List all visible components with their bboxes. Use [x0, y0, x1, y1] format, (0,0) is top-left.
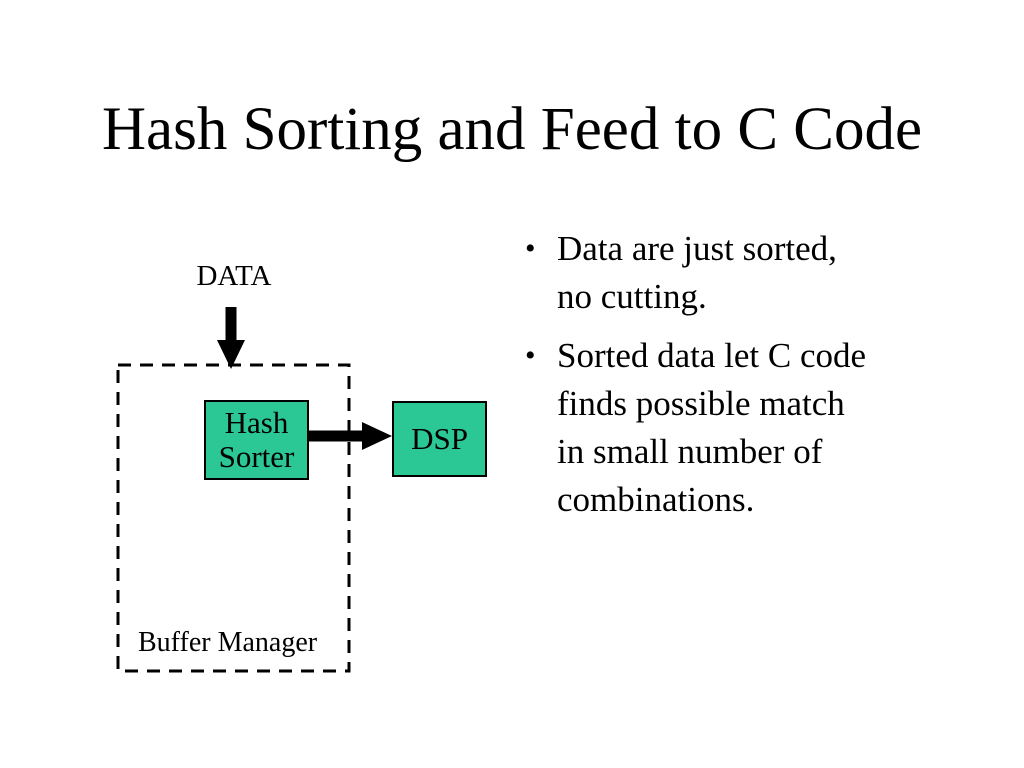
- bullet-item-1: • Data are just sorted, no cutting.: [525, 225, 965, 321]
- bullet-text-1: Data are just sorted, no cutting.: [557, 229, 837, 316]
- hash-sorter-box: Hash Sorter: [204, 400, 309, 480]
- buffer-manager-dashed-box: [116, 363, 351, 673]
- data-input-label: DATA: [196, 260, 272, 292]
- bullet-dot-icon: •: [525, 232, 536, 265]
- hash-to-dsp-arrow-icon: [308, 422, 392, 450]
- data-down-arrow-icon: [217, 307, 245, 369]
- hash-sorter-label: Hash Sorter: [218, 405, 295, 474]
- buffer-manager-label: Buffer Manager: [138, 627, 318, 658]
- bullet-dot-icon: •: [525, 339, 536, 372]
- bullet-text-2: Sorted data let C code finds possible ma…: [557, 336, 867, 519]
- bullet-item-2: • Sorted data let C code finds possible …: [525, 332, 965, 524]
- dsp-box: DSP: [392, 401, 487, 477]
- dsp-label: DSP: [411, 421, 468, 456]
- bullet-list: • Data are just sorted, no cutting. • So…: [525, 225, 965, 524]
- slide-title: Hash Sorting and Feed to C Code: [101, 96, 923, 163]
